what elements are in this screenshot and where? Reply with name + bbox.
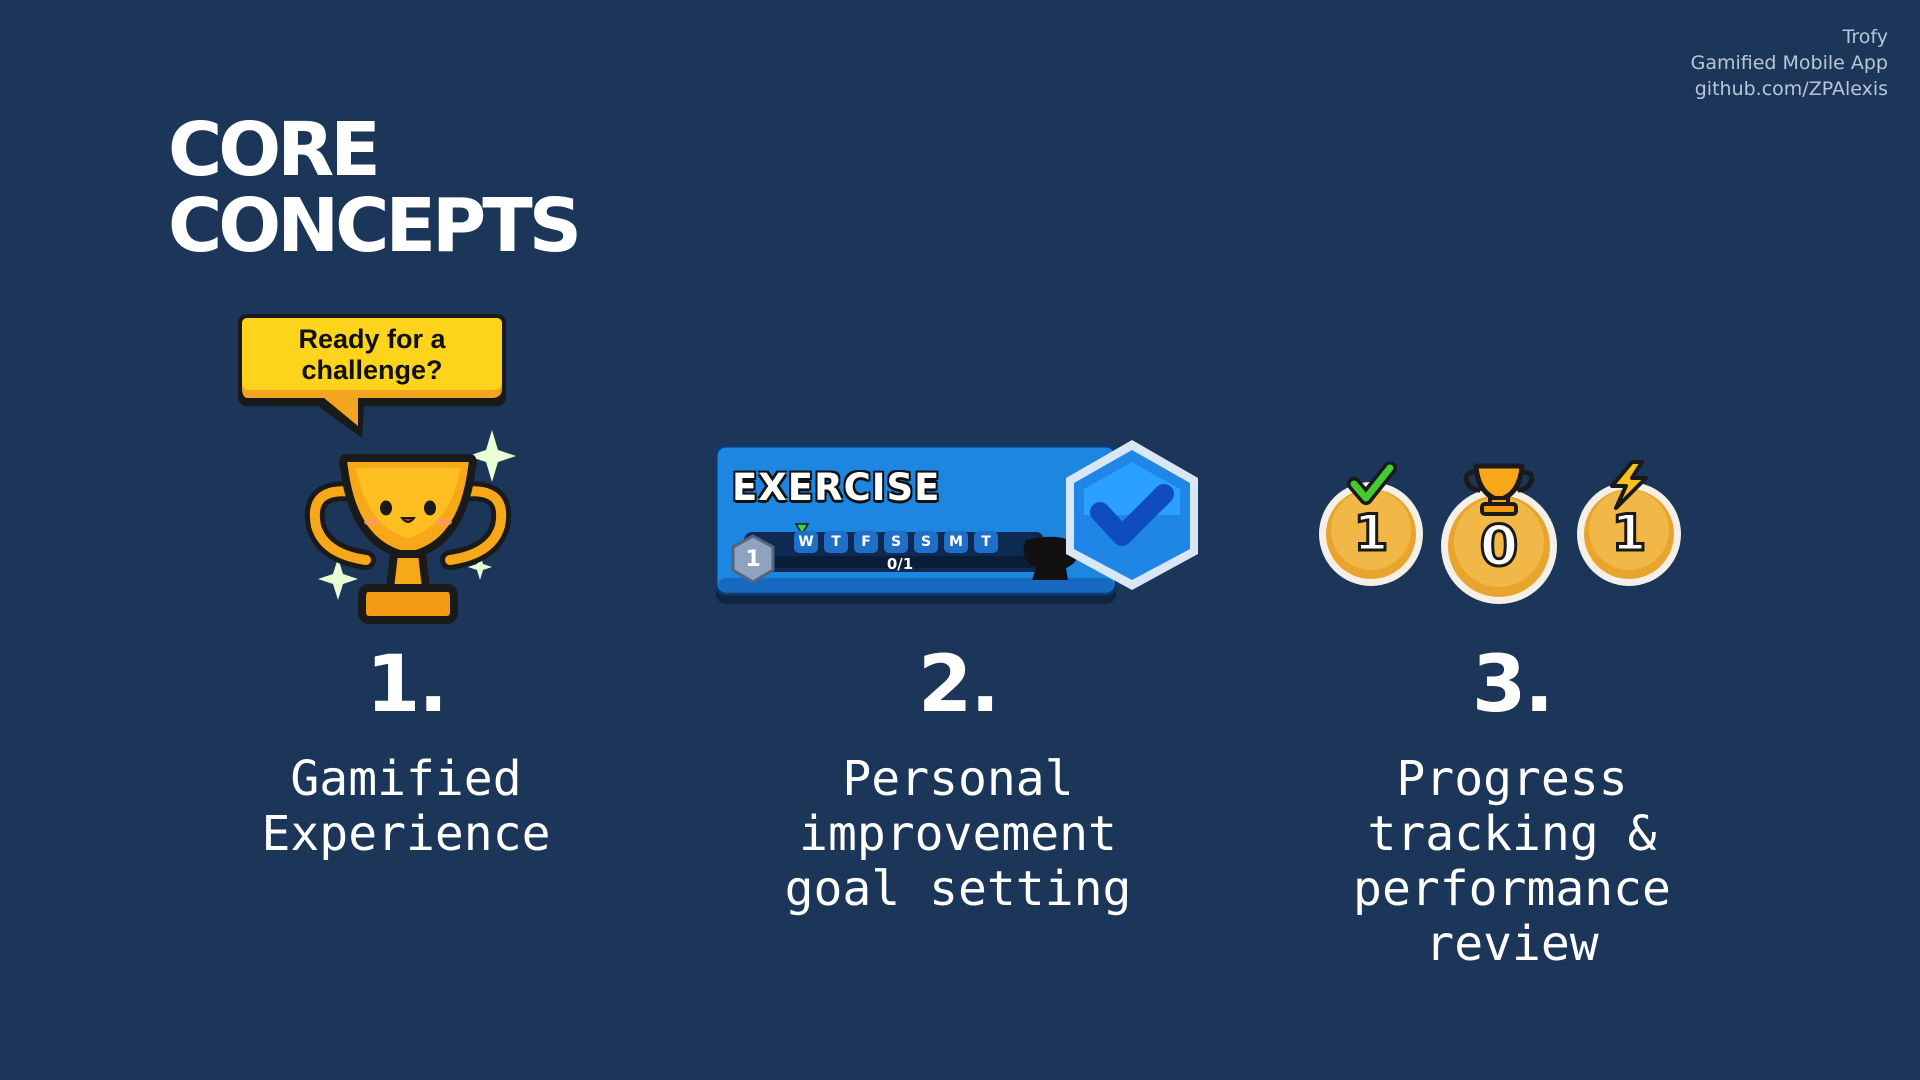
goal-card-title: EXERCISE [732,466,941,509]
level-badge: 1 [733,536,773,582]
weekday-cell: W [794,531,818,553]
title-line-1: CORE [168,107,381,193]
sparkle-icon [318,558,358,600]
medal-value: 1 [1352,503,1390,564]
concept-description: Progress tracking & performance review [1353,751,1671,972]
weekday-row: W T F S S M T [794,531,998,553]
level-value: 1 [745,546,761,572]
concept-number: 3. [1472,640,1554,730]
medal-value: 1 [1610,503,1648,564]
concept-gamified-experience: 1. Gamified Experience [166,640,646,862]
concept-number: 2. [918,640,1000,730]
concept-description: Gamified Experience [261,751,551,862]
title-line-2: CONCEPTS [168,183,582,269]
medal-streak: 1 [1576,460,1682,594]
concept-number: 1. [366,640,448,730]
concept-description: Personal improvement goal setting [784,751,1132,917]
trophy-mascot-icon [302,428,522,628]
weekday-cell: T [824,531,848,553]
weekday-cell: S [914,531,938,553]
weekday-cell: F [854,531,878,553]
github-link[interactable]: github.com/ZPAlexis [1694,78,1888,100]
speech-bubble-text: Ready for a challenge? [298,324,446,385]
speech-bubble: Ready for a challenge? [234,310,510,440]
app-name: Trofy [1842,26,1888,48]
lightning-icon [1610,460,1648,510]
medal-completed: 1 [1318,462,1424,594]
sparkle-icon [468,554,492,580]
app-subtitle: Gamified Mobile App [1690,52,1888,74]
trophy-icon [1463,463,1535,516]
page-title: CORE CONCEPTS [168,107,582,269]
sparkle-icon [468,430,516,482]
goal-progress-text: 0/1 [886,555,914,573]
medal-trophies: 0 [1440,460,1558,606]
credit-block: Trofy Gamified Mobile App github.com/ZPA… [1691,24,1888,102]
medal-value: 0 [1478,513,1520,581]
weekday-cell: S [884,531,908,553]
goal-card[interactable]: EXERCISE 1 W T F S S M T [716,440,1206,610]
weekday-cell: M [944,531,968,553]
concept-goal-setting: 2. Personal improvement goal setting [718,640,1198,917]
concept-progress-tracking: 3. Progress tracking & performance revie… [1272,640,1752,972]
weekday-cell: T [974,531,998,553]
